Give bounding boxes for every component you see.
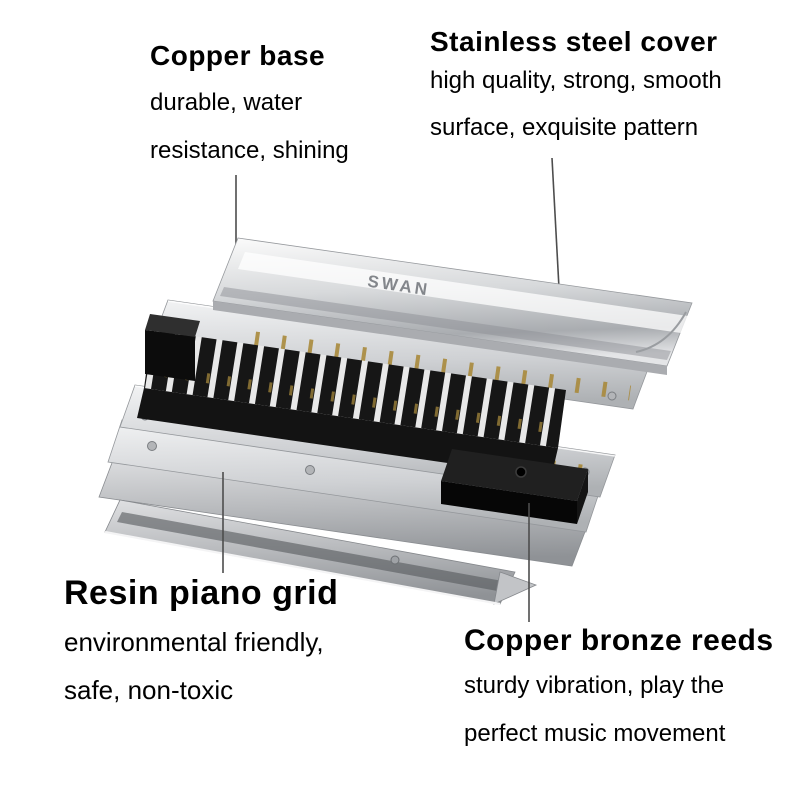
- resin-grid-desc-1: environmental friendly,: [64, 627, 324, 657]
- label-copper-bronze-reeds: Copper bronze reeds sturdy vibration, pl…: [464, 624, 774, 748]
- callout-line-stainless-cover: [551, 157, 560, 289]
- stainless-cover-desc-1: high quality, strong, smooth: [430, 67, 722, 94]
- screw-hole: [390, 555, 400, 565]
- cover-front-edge: [213, 301, 667, 375]
- bronze-reeds-desc-1: sturdy vibration, play the: [464, 672, 725, 699]
- resin-grid-desc-2: safe, non-toxic: [64, 675, 234, 705]
- label-copper-base: Copper base durable, water resistance, s…: [150, 40, 349, 165]
- resin-grid-title: Resin piano grid: [64, 574, 339, 612]
- callout-lines-over: [222, 472, 530, 622]
- reed-block: [441, 449, 588, 524]
- label-stainless-steel-cover: Stainless steel cover high quality, stro…: [430, 26, 722, 142]
- comb-end-block-front: [145, 330, 195, 381]
- copper-base-desc-1: durable, water: [150, 89, 303, 116]
- comb-end-block-top: [145, 314, 200, 337]
- bronze-reeds-desc-2: perfect music movement: [464, 720, 726, 747]
- comb-teeth: [144, 330, 566, 448]
- copper-base-desc-2: resistance, shining: [150, 137, 349, 164]
- stainless-cover-desc-2: surface, exquisite pattern: [430, 114, 699, 141]
- stainless-cover: SWAN: [212, 237, 693, 375]
- reed-block-side: [577, 469, 588, 524]
- bronze-reeds-title: Copper bronze reeds: [464, 624, 774, 657]
- reed-block-top: [441, 449, 588, 501]
- stainless-cover-title: Stainless steel cover: [430, 26, 718, 57]
- channel-tail: [493, 571, 538, 605]
- reed-block-front: [441, 481, 577, 524]
- reed-tips: [164, 367, 549, 433]
- label-resin-piano-grid: Resin piano grid environmental friendly,…: [64, 574, 338, 706]
- reed-slots-row: [253, 331, 632, 401]
- copper-base-title: Copper base: [150, 40, 326, 71]
- block-hole: [515, 466, 527, 478]
